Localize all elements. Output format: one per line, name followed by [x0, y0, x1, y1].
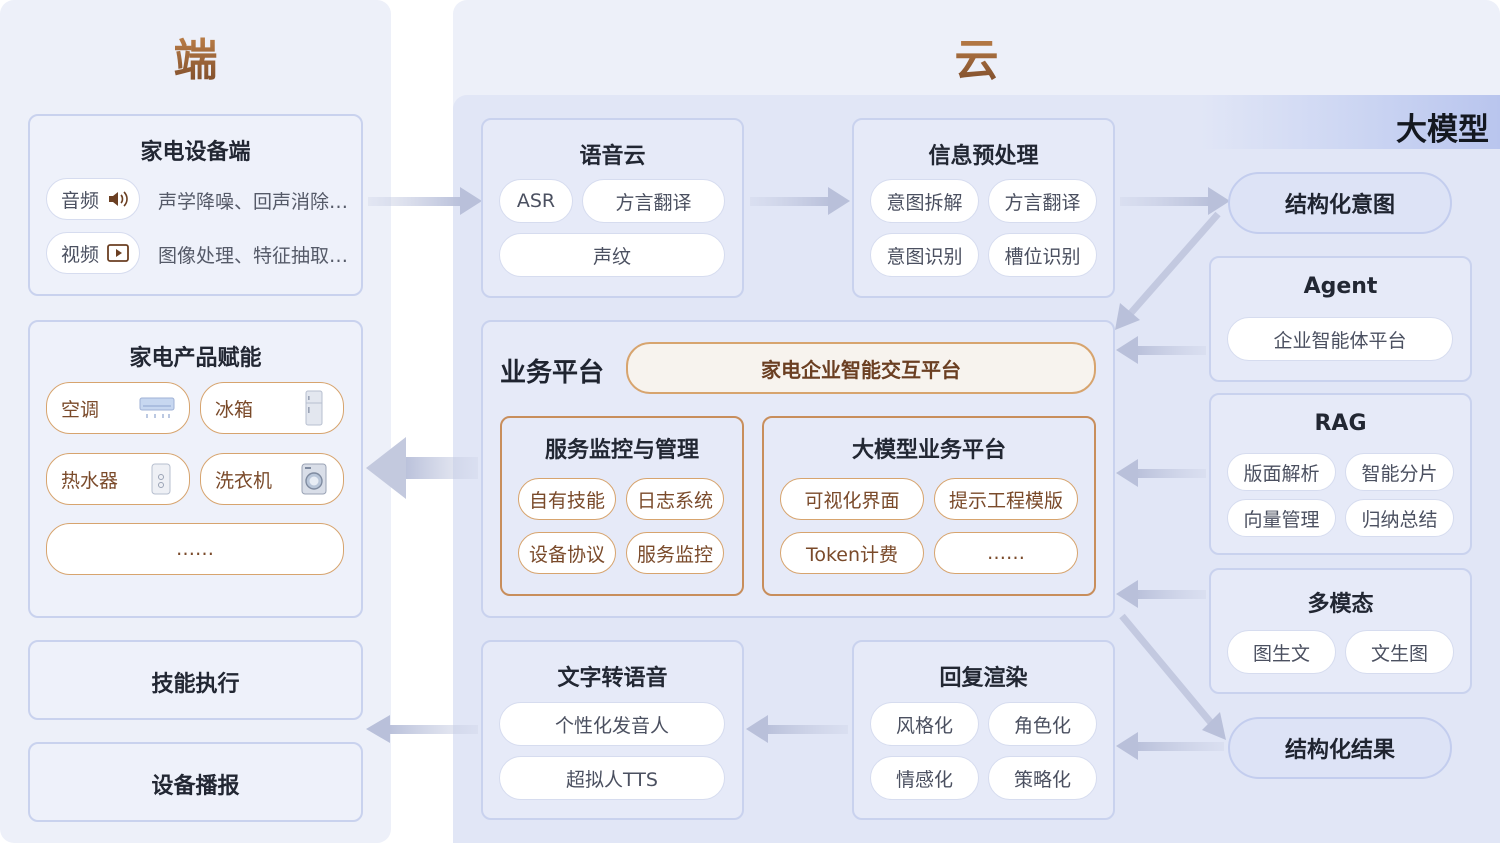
device-audio-pill[interactable]: 音频: [46, 178, 140, 220]
arrow-render-to-tts: [746, 715, 848, 743]
edge-header: 端: [0, 24, 391, 88]
product-fridge-label: 冰箱: [215, 398, 254, 421]
cloud-header: 云: [453, 24, 1500, 88]
multimodal-title: 多模态: [1307, 592, 1374, 617]
arrow-agent-to-business: [1116, 336, 1206, 364]
service-log-pill[interactable]: 日志系统: [626, 478, 724, 520]
llm-prompt-pill[interactable]: 提示工程模版: [934, 478, 1078, 520]
device-broadcast-card: 设备播报: [28, 742, 363, 822]
skill-exec-card: 技能执行: [28, 640, 363, 720]
business-title: 业务平台: [500, 358, 605, 388]
rag-vector-pill[interactable]: 向量管理: [1227, 499, 1336, 537]
product-heater-label: 热水器: [61, 469, 119, 492]
business-platform-pill[interactable]: 家电企业智能交互平台: [626, 342, 1096, 394]
voice-cloud-title: 语音云: [579, 144, 646, 169]
water-heater-icon: [151, 463, 171, 495]
play-icon: [107, 244, 129, 262]
preprocess-slot-pill[interactable]: 槽位识别: [988, 233, 1097, 277]
device-broadcast-title: 设备播报: [151, 774, 240, 799]
arrow-tts-to-edge: [366, 715, 478, 743]
product-card-title: 家电产品赋能: [129, 346, 262, 371]
product-ac-pill[interactable]: 空调: [46, 382, 190, 434]
render-title: 回复渲染: [939, 666, 1028, 691]
arrow-rag-to-business: [1116, 459, 1206, 487]
tts-personal-pill[interactable]: 个性化发音人: [499, 702, 725, 746]
product-more-pill[interactable]: ……: [46, 523, 344, 575]
arrow-device-to-voice: [368, 187, 482, 215]
arrow-intent-to-business: [1115, 211, 1221, 330]
voice-dialect-pill[interactable]: 方言翻译: [582, 179, 725, 223]
service-monitor-pill[interactable]: 服务监控: [626, 532, 724, 574]
llm-visual-pill[interactable]: 可视化界面: [780, 478, 924, 520]
washing-machine-icon: [301, 463, 327, 495]
tts-humanlike-pill[interactable]: 超拟人TTS: [499, 756, 725, 800]
voice-print-pill[interactable]: 声纹: [499, 233, 725, 277]
render-strategy-pill[interactable]: 策略化: [988, 756, 1097, 800]
tts-title: 文字转语音: [557, 666, 668, 691]
arrow-result-to-render: [1116, 732, 1224, 760]
rag-summary-pill[interactable]: 归纳总结: [1345, 499, 1454, 537]
agent-title: Agent: [1303, 274, 1378, 299]
device-audio-label: 音频: [61, 189, 100, 212]
llm-platform-title: 大模型业务平台: [851, 438, 1006, 463]
service-protocol-pill[interactable]: 设备协议: [518, 532, 616, 574]
device-video-pill[interactable]: 视频: [46, 232, 140, 274]
rag-layout-pill[interactable]: 版面解析: [1227, 453, 1336, 491]
render-role-pill[interactable]: 角色化: [988, 702, 1097, 746]
llm-header: 大模型: [1396, 112, 1489, 148]
service-title: 服务监控与管理: [544, 438, 699, 463]
skill-exec-title: 技能执行: [151, 672, 240, 697]
product-washer-pill[interactable]: 洗衣机: [200, 453, 344, 505]
device-card-title: 家电设备端: [140, 140, 251, 165]
render-style-pill[interactable]: 风格化: [870, 702, 979, 746]
llm-token-pill[interactable]: Token计费: [780, 532, 924, 574]
arrow-business-to-product: [366, 437, 478, 499]
device-video-label: 视频: [61, 243, 100, 266]
arrow-preprocess-to-intent: [1120, 187, 1230, 215]
preprocess-dialect-pill[interactable]: 方言翻译: [988, 179, 1097, 223]
llm-header-band: [1200, 95, 1500, 149]
product-ac-label: 空调: [61, 398, 100, 421]
rag-chunk-pill[interactable]: 智能分片: [1345, 453, 1454, 491]
voice-asr-pill[interactable]: ASR: [499, 179, 573, 223]
service-skill-pill[interactable]: 自有技能: [518, 478, 616, 520]
product-fridge-pill[interactable]: 冰箱: [200, 382, 344, 434]
multimodal-img2text-pill[interactable]: 图生文: [1227, 630, 1336, 674]
arrow-voice-to-preprocess: [750, 187, 850, 215]
device-video-desc: 图像处理、特征抽取…: [158, 245, 349, 267]
preprocess-intent-split-pill[interactable]: 意图拆解: [870, 179, 979, 223]
structured-intent-pill[interactable]: 结构化意图: [1228, 172, 1452, 234]
air-conditioner-icon: [139, 395, 175, 421]
speaker-icon: [107, 189, 129, 209]
agent-platform-pill[interactable]: 企业智能体平台: [1227, 317, 1453, 361]
arrow-multimodal-to-business: [1116, 580, 1206, 608]
preprocess-intent-recog-pill[interactable]: 意图识别: [870, 233, 979, 277]
device-audio-desc: 声学降噪、回声消除…: [158, 191, 349, 213]
rag-title: RAG: [1314, 411, 1367, 436]
render-emotion-pill[interactable]: 情感化: [870, 756, 979, 800]
multimodal-text2img-pill[interactable]: 文生图: [1345, 630, 1454, 674]
product-heater-pill[interactable]: 热水器: [46, 453, 190, 505]
structured-result-pill[interactable]: 结构化结果: [1228, 717, 1452, 779]
refrigerator-icon: [305, 390, 323, 426]
preprocess-title: 信息预处理: [928, 144, 1039, 169]
arrow-business-to-result: [1119, 613, 1226, 740]
llm-more-pill[interactable]: ……: [934, 532, 1078, 574]
product-washer-label: 洗衣机: [215, 469, 273, 492]
